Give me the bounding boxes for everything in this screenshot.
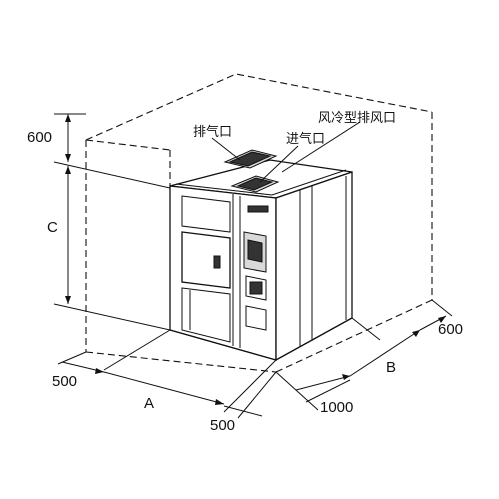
depth-extra-label: 1000 — [320, 399, 353, 416]
vertical-dimensions — [53, 113, 171, 331]
exhaust-port-label: 排气口 — [193, 124, 232, 140]
machine-body — [169, 159, 353, 362]
front-clearance-label: 500 — [210, 417, 235, 434]
depth-dimensions — [275, 299, 453, 411]
air-cooled-exhaust-label: 风冷型排风口 — [318, 111, 396, 126]
left-clearance-label: 500 — [52, 373, 77, 390]
width-label: A — [144, 395, 154, 412]
front-dimensions — [57, 329, 277, 419]
top-clearance-label: 600 — [27, 129, 52, 146]
right-clearance-label: 600 — [438, 321, 463, 338]
depth-label: B — [386, 359, 396, 376]
height-label: C — [47, 219, 58, 236]
intake-port-label: 进气口 — [286, 131, 325, 147]
clearance-envelope — [85, 73, 433, 373]
callout-leaders — [211, 121, 361, 183]
top-vents — [223, 149, 280, 193]
